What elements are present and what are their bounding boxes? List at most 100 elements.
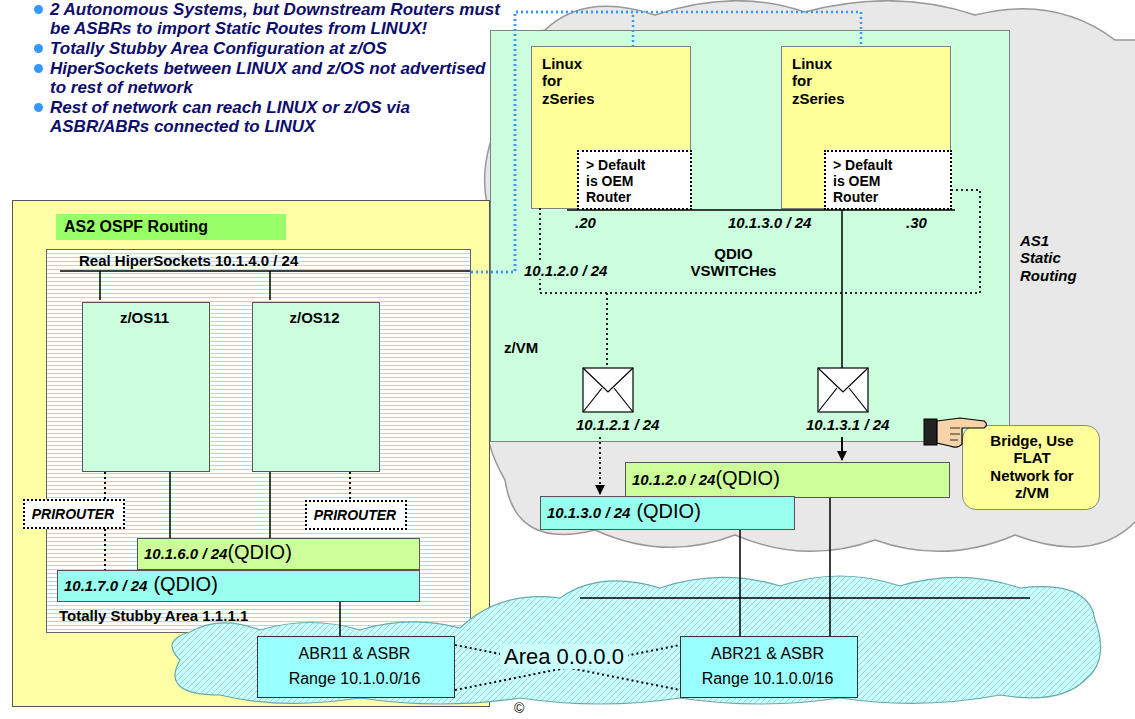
text-holder: Range 10.1.0.0/16 bbox=[258, 670, 451, 688]
network-label: .20 bbox=[575, 214, 596, 231]
vswitch-dotted-line bbox=[540, 190, 980, 293]
zvm-box: z/VM Linux for zSeries > Default is OEM Ro… bbox=[490, 30, 1010, 442]
default-route-box: > Default is OEM Router bbox=[824, 150, 952, 210]
zos-box: z/OS11 bbox=[82, 302, 210, 472]
prirouter-box: PRIROUTER bbox=[305, 500, 407, 530]
text-holder: Linux for zSeries bbox=[792, 55, 854, 107]
label-holder: .30 bbox=[906, 214, 927, 231]
text-holder: ABR21 & ASBR bbox=[681, 645, 854, 663]
vswitch-dotted-drop bbox=[606, 293, 608, 368]
node-label: Range 10.1.0.0/16 bbox=[681, 670, 854, 688]
label-holder: © bbox=[514, 700, 524, 716]
text-holder: ABR11 & ASBR bbox=[258, 645, 451, 663]
connector-line bbox=[471, 12, 861, 272]
connector-line bbox=[471, 12, 633, 272]
node-label: AS1 Static Routing bbox=[1020, 232, 1082, 284]
text-holder: z/OS11 bbox=[83, 309, 206, 326]
bullet-item: 2 Autonomous Systems, but Downstream Rou… bbox=[34, 0, 509, 38]
bullet-note: HiperSockets between LINUX and z/OS not … bbox=[50, 59, 502, 97]
bullet-item: HiperSockets between LINUX and z/OS not … bbox=[34, 59, 509, 97]
vswitch-drop bbox=[841, 210, 843, 368]
connector-line bbox=[349, 472, 351, 500]
node-label: ABR21 & ASBR bbox=[681, 645, 854, 663]
network-label: 10.1.2.1 / 24 bbox=[576, 416, 659, 433]
backbone-area: Area 0.0.0.0 ABR11 & ASBR Range 10.1.0.0/1… bbox=[160, 560, 1105, 707]
label-holder: 10.1.2.0 / 24 bbox=[522, 262, 609, 279]
node-label: Linux for zSeries bbox=[792, 55, 854, 107]
bullet-note: Totally Stubby Area Configuration at z/O… bbox=[50, 39, 502, 58]
text-holder: AS2 OSPF Routing bbox=[56, 214, 286, 240]
pointing-hand-icon bbox=[924, 418, 987, 447]
text-holder: Bridge, Use FLAT Network for z/VM bbox=[986, 432, 1078, 501]
qdio-bar: 10.1.2.0 / 24(QDIO) bbox=[625, 462, 950, 498]
text-holder: > Default is OEM Router bbox=[586, 157, 656, 205]
node-label: > Default is OEM Router bbox=[586, 157, 656, 205]
label-holder: QDIO VSWITCHes bbox=[686, 245, 781, 280]
text-holder: AS1 Static Routing bbox=[1020, 232, 1082, 284]
interface-type: (QDIO) bbox=[227, 541, 291, 564]
text-holder: Linux for zSeries bbox=[542, 55, 604, 107]
hipersockets-drop bbox=[100, 271, 270, 300]
bullet-dot bbox=[34, 103, 43, 112]
text-holder: z/VM bbox=[504, 339, 538, 356]
envelope-icon bbox=[583, 368, 633, 412]
text-holder: PRIROUTER bbox=[307, 507, 403, 523]
node-label: z/OS11 bbox=[83, 309, 206, 326]
node-label: Bridge, Use FLAT Network for z/VM bbox=[986, 432, 1078, 501]
prirouter-box: PRIROUTER bbox=[23, 499, 125, 529]
bullet-dot bbox=[34, 64, 43, 73]
text-holder: z/OS12 bbox=[253, 309, 376, 326]
network-label: 10.1.3.0 / 24 bbox=[728, 214, 811, 231]
subnet-label: 10.1.3.0 / 24 bbox=[547, 504, 630, 521]
bullet-note: Rest of network can reach LINUX or z/OS … bbox=[50, 98, 502, 136]
node-label: Linux for zSeries bbox=[542, 55, 604, 107]
node-label: PRIROUTER bbox=[307, 507, 403, 523]
network-label: 10.1.3.1 / 24 bbox=[806, 416, 889, 433]
text-holder: PRIROUTER bbox=[25, 506, 121, 522]
router-box: ABR11 & ASBR Range 10.1.0.0/16 bbox=[257, 636, 455, 698]
node-label: Area 0.0.0.0 bbox=[500, 644, 628, 669]
connector-line bbox=[455, 645, 680, 690]
solid-arrow bbox=[841, 437, 843, 460]
node-label: Range 10.1.0.0/16 bbox=[258, 670, 451, 688]
node-label: AS2 OSPF Routing bbox=[56, 214, 286, 240]
qdio-bar: 10.1.7.0 / 24 (QDIO) bbox=[57, 570, 420, 602]
hipersockets-panel: Real HiperSockets 10.1.4.0 / 24 Totally S… bbox=[46, 249, 471, 633]
interface-type: (QDIO) bbox=[715, 467, 779, 490]
connector-line bbox=[104, 529, 106, 570]
connector-line bbox=[269, 472, 271, 538]
text-holder: > Default is OEM Router bbox=[833, 157, 903, 205]
node-label: ABR11 & ASBR bbox=[258, 645, 451, 663]
connector-line bbox=[169, 472, 171, 538]
text-holder: Range 10.1.0.0/16 bbox=[681, 670, 854, 688]
network-label: QDIO VSWITCHes bbox=[686, 245, 781, 280]
text-holder: Totally Stubby Area 1.1.1.1 bbox=[59, 607, 248, 624]
bullet-dot bbox=[34, 5, 43, 14]
vswitch-line bbox=[567, 209, 955, 211]
bullet-note: 2 Autonomous Systems, but Downstream Rou… bbox=[50, 0, 502, 38]
connector-line bbox=[455, 645, 680, 690]
zos-box: z/OS12 bbox=[252, 302, 380, 472]
node-label: z/OS12 bbox=[253, 309, 376, 326]
qdio-bar: 10.1.6.0 / 24(QDIO) bbox=[137, 538, 420, 570]
bullet-list: 2 Autonomous Systems, but Downstream Rou… bbox=[34, 0, 509, 137]
label-holder: 10.1.3.0 / 24 bbox=[728, 214, 811, 231]
interface-type: (QDIO) bbox=[153, 573, 217, 596]
qdio-bar: 10.1.3.0 / 24(QDIO) bbox=[540, 496, 795, 530]
text-row: 10.1.7.0 / 24 (QDIO) bbox=[64, 573, 218, 596]
label-holder: 10.1.2.1 / 24 bbox=[576, 416, 659, 433]
network-label: © bbox=[514, 700, 524, 716]
text-holder: Real HiperSockets 10.1.4.0 / 24 bbox=[79, 252, 298, 269]
envelope-icon bbox=[818, 368, 868, 412]
linux-box: Linux for zSeries > Default is OEM Router bbox=[781, 46, 951, 209]
label-holder: 10.1.3.1 / 24 bbox=[806, 416, 889, 433]
text-row: 10.1.3.0 / 24(QDIO) bbox=[547, 500, 701, 523]
subnet-label: 10.1.2.0 / 24 bbox=[632, 471, 715, 488]
subnet-label: 10.1.7.0 / 24 bbox=[64, 577, 147, 594]
label-holder: .20 bbox=[575, 214, 596, 231]
connector-line bbox=[829, 498, 831, 636]
connector-line bbox=[739, 530, 741, 636]
lan-line bbox=[580, 597, 1030, 599]
network-label: 10.1.2.0 / 24 bbox=[522, 262, 609, 279]
